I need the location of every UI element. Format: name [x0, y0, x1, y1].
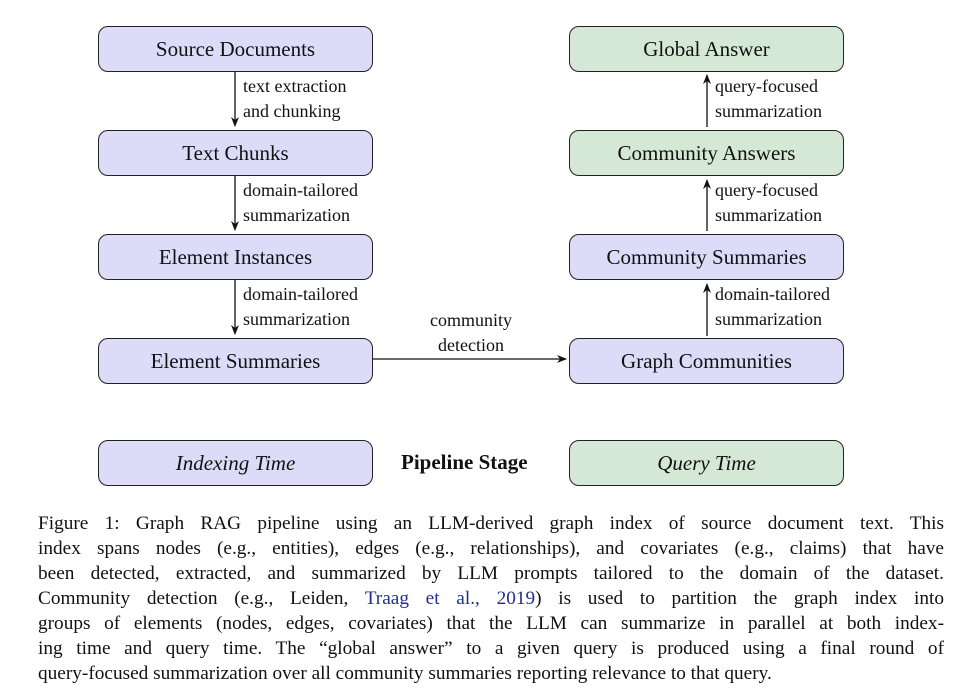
- node-global-answer: Global Answer: [569, 26, 844, 72]
- figure-caption: Figure 1: Graph RAG pipeline using an LL…: [38, 511, 944, 686]
- caption-line: been detected, extracted, and summarized…: [38, 563, 944, 584]
- citation-link-year[interactable]: 2019: [496, 588, 536, 609]
- legend-query-time: Query Time: [569, 440, 844, 486]
- node-element-instances: Element Instances: [98, 234, 373, 280]
- caption-line: query-focused summarization over all com…: [38, 663, 772, 684]
- caption-line: Community detection (e.g., Leiden, Traag…: [38, 588, 944, 609]
- caption-line: Figure 1: Graph RAG pipeline using an LL…: [38, 513, 944, 534]
- caption-line: index spans nodes (e.g., entities), edge…: [38, 538, 944, 559]
- node-community-answers: Community Answers: [569, 130, 844, 176]
- node-text-chunks: Text Chunks: [98, 130, 373, 176]
- connector-arrows: [231, 72, 711, 363]
- legend-pipeline-stage: Pipeline Stage: [401, 450, 528, 474]
- caption-line: ing time and query time. The “global ans…: [38, 638, 944, 659]
- legend-indexing-time: Indexing Time: [98, 440, 373, 486]
- node-element-summaries: Element Summaries: [98, 338, 373, 384]
- citation-link-author[interactable]: Traag et al.,: [364, 588, 480, 609]
- node-graph-communities: Graph Communities: [569, 338, 844, 384]
- node-community-summaries: Community Summaries: [569, 234, 844, 280]
- caption-line: groups of elements (nodes, edges, covari…: [38, 613, 944, 634]
- node-source-documents: Source Documents: [98, 26, 373, 72]
